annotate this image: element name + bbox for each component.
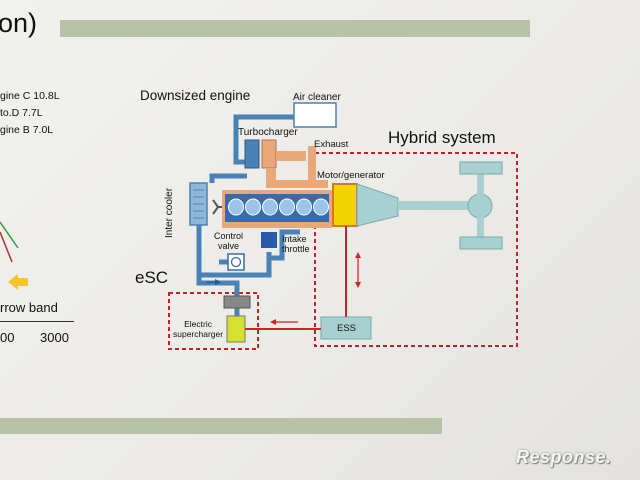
hybrid-system-box xyxy=(314,152,518,347)
control-valve-label-line1: Control xyxy=(214,231,244,241)
turbo-compressor xyxy=(244,139,260,169)
exhaust-label: Exhaust xyxy=(314,139,349,150)
esc-label: eSC xyxy=(135,268,169,287)
supercharger-compressor xyxy=(223,295,251,309)
watermark-logo: Response. xyxy=(516,447,612,467)
arrow-left-icon xyxy=(8,274,28,290)
power-lines xyxy=(245,226,347,330)
legend-item-engine-b: gine B 7.0L xyxy=(0,124,54,136)
arrow-up-icon xyxy=(355,252,361,258)
flow-arrow-head-icon xyxy=(215,279,221,285)
ess-label: ESS xyxy=(337,323,357,334)
exhaust-manifold xyxy=(266,180,328,188)
intake-throttle-label-line2: throttle xyxy=(282,244,310,254)
x-tick-3000: 3000 xyxy=(40,330,69,345)
arrow-left-small-icon xyxy=(270,319,276,325)
electric-supercharger-label: Electric supercharger xyxy=(173,319,224,339)
legend-item-d: to.D 7.7L xyxy=(0,107,43,119)
supercharger-motor xyxy=(226,315,246,343)
control-valve-label: Control valve xyxy=(214,231,243,251)
exhaust-outlet xyxy=(308,146,316,188)
air-cleaner-box xyxy=(293,102,337,128)
turbo-turbine xyxy=(261,139,277,169)
electric-supercharger-label-line1: Electric xyxy=(184,319,212,329)
wheel-bottom xyxy=(459,236,503,250)
hybrid-system-label: Hybrid system xyxy=(388,128,496,147)
partial-chart-red-line xyxy=(0,231,13,263)
slide-bottom-bar xyxy=(0,418,442,434)
intake-throttle-label: Intake throttle xyxy=(282,234,310,254)
motor-generator-label: Motor/generator xyxy=(317,170,385,181)
x-tick-left: 00 xyxy=(0,330,15,345)
legend-item-engine-c: gine C 10.8L xyxy=(0,90,60,102)
intake-throttle xyxy=(261,232,277,248)
control-valve xyxy=(227,253,245,271)
control-valve-label-line2: valve xyxy=(218,241,240,251)
inter-cooler-label: Inter cooler xyxy=(164,187,175,238)
electric-supercharger-label-line2: supercharger xyxy=(173,328,224,339)
propeller-shaft xyxy=(398,201,468,210)
exhaust-pipe xyxy=(276,151,306,161)
arrow-down-icon xyxy=(355,282,361,288)
x-axis-line xyxy=(0,321,74,322)
control-valve-icon xyxy=(230,256,242,268)
air-cleaner-label: Air cleaner xyxy=(293,92,341,103)
wheel-top xyxy=(459,161,503,175)
slide-title-fragment: on) xyxy=(0,8,38,38)
motor-generator xyxy=(332,183,358,227)
transmission xyxy=(356,183,399,227)
downsized-engine-label: Downsized engine xyxy=(140,88,251,103)
esc-box xyxy=(168,292,259,350)
turbocharger-label: Turbocharger xyxy=(238,127,298,138)
inter-cooler-fins xyxy=(193,189,204,219)
intake-throttle-label-line1: Intake xyxy=(282,234,307,244)
cylinders xyxy=(228,198,329,216)
narrow-band-label: rrow band xyxy=(0,300,58,315)
partial-chart-green-line xyxy=(0,221,19,249)
axle xyxy=(477,174,484,239)
exhaust-manifold-link xyxy=(266,168,276,186)
chart-legend: gine C 10.8L to.D 7.7L gine B 7.0L xyxy=(0,88,60,139)
slide-top-bar xyxy=(60,20,530,37)
